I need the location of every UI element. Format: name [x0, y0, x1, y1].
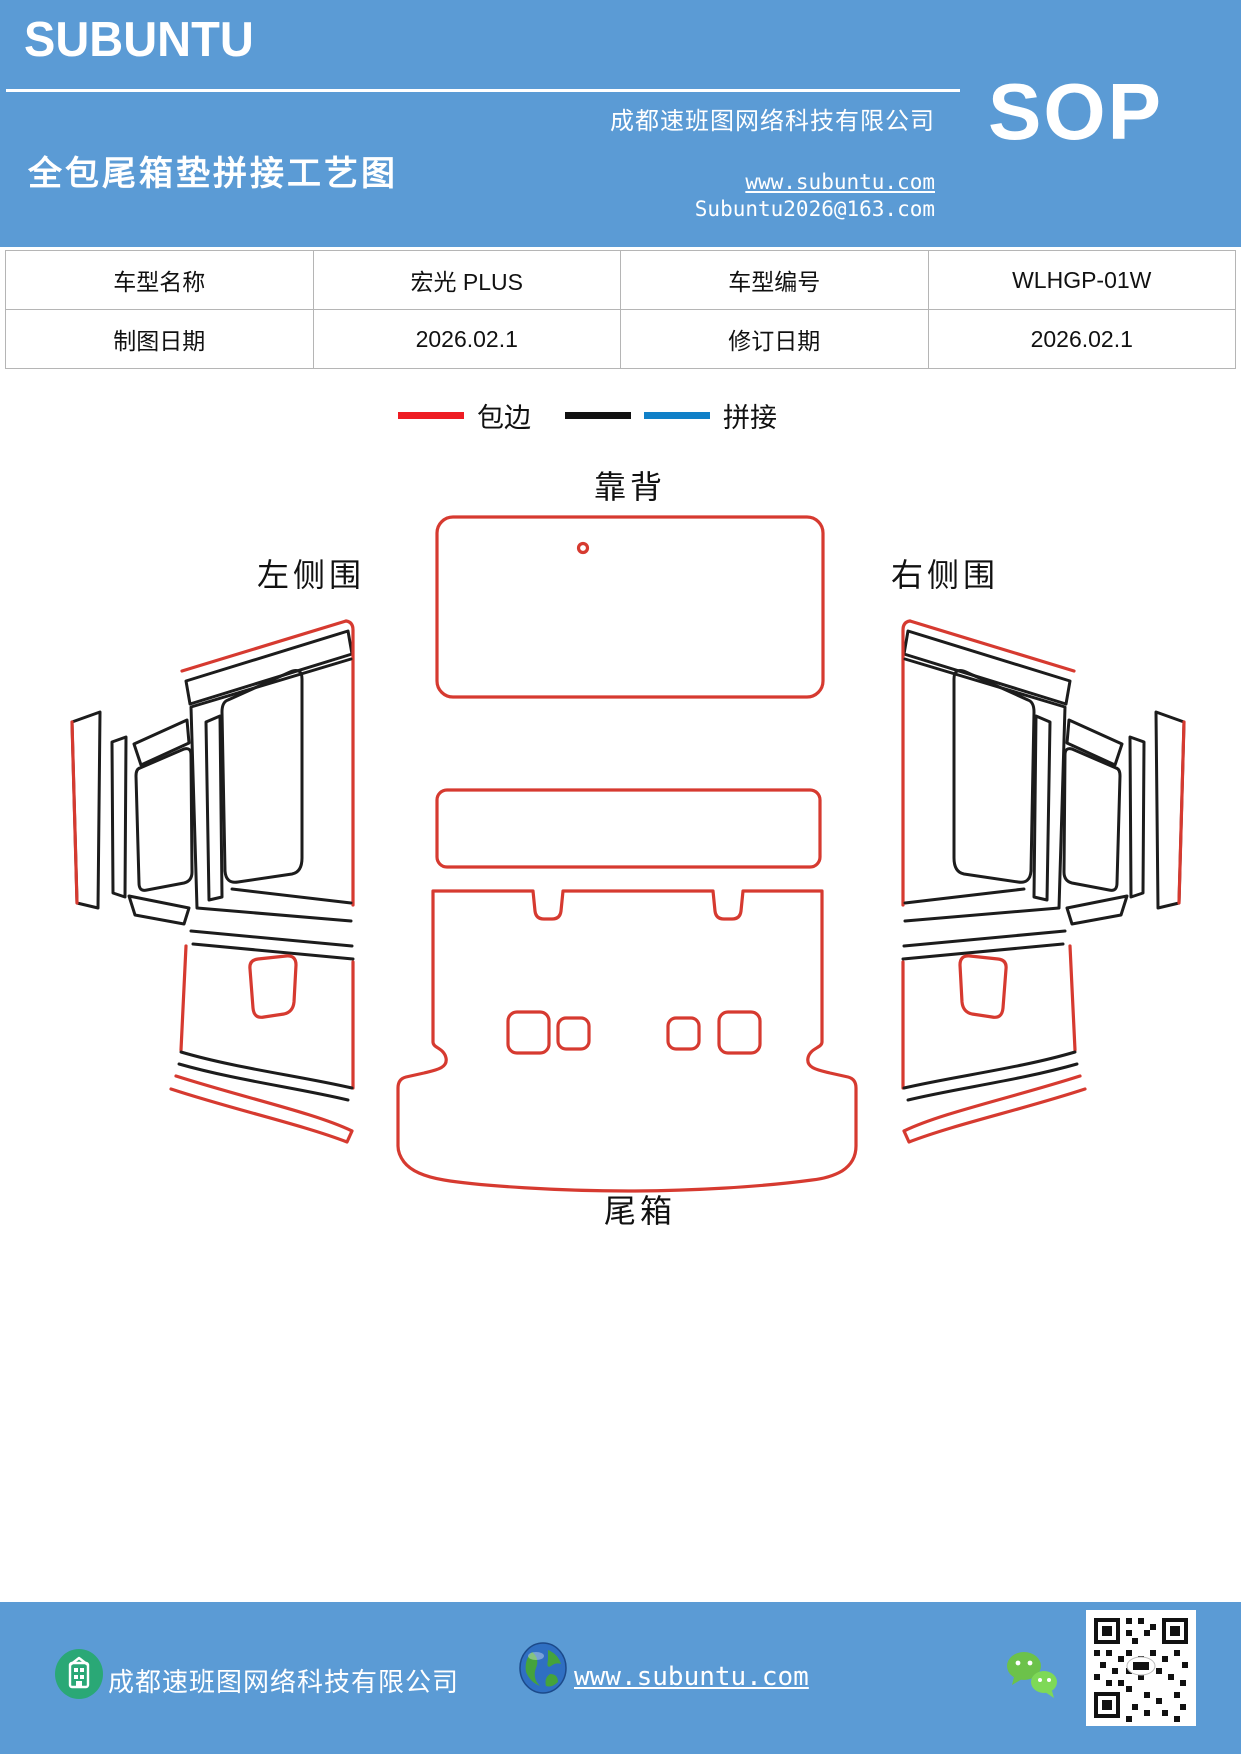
table-row: 制图日期 2026.02.1 修订日期 2026.02.1 — [5, 309, 1236, 369]
table-row: 车型名称 宏光 PLUS 车型编号 WLHGP-01W — [5, 250, 1236, 310]
sop-badge: SOP — [988, 67, 1163, 156]
footer: 成都速班图网络科技有限公司 www.subuntu.com — [0, 1602, 1241, 1754]
building-icon — [55, 1649, 103, 1699]
model-code-value: WLHGP-01W — [927, 250, 1236, 310]
draw-date-label: 制图日期 — [5, 309, 314, 369]
model-name-value: 宏光 PLUS — [312, 250, 621, 310]
center-strip-piece — [435, 788, 822, 869]
header-website-link[interactable]: www.subuntu.com — [745, 170, 935, 194]
legend-bind-label: 包边 — [477, 402, 531, 433]
draw-date-value: 2026.02.1 — [312, 309, 621, 369]
legend-black-line — [565, 411, 631, 419]
page-title: 全包尾箱垫拼接工艺图 — [28, 156, 398, 193]
model-code-label: 车型编号 — [620, 250, 929, 310]
left-side-panel-group — [70, 619, 355, 1144]
trunk-label: 尾箱 — [603, 1193, 676, 1229]
right-side-panel-group — [901, 619, 1186, 1144]
backrest-label: 靠背 — [593, 469, 666, 505]
vehicle-info-table: 车型名称 宏光 PLUS 车型编号 WLHGP-01W 制图日期 2026.02… — [5, 250, 1236, 369]
brand-logo: SUBUNTU — [24, 11, 254, 67]
header-company-name: 成都速班图网络科技有限公司 — [610, 109, 935, 135]
qr-code — [1086, 1610, 1196, 1726]
trunk-piece — [396, 889, 858, 1193]
wechat-icon — [1007, 1652, 1057, 1698]
left-side-label: 左侧围 — [256, 557, 365, 593]
footer-company-name: 成都速班图网络科技有限公司 — [108, 1668, 460, 1697]
backrest-piece — [435, 515, 825, 699]
legend-splice-label: 拼接 — [723, 402, 777, 433]
trunk-mat-process-diagram — [70, 515, 1186, 1193]
revision-date-label: 修订日期 — [620, 309, 929, 369]
legend-red-line — [398, 411, 464, 419]
legend-blue-line — [644, 411, 710, 419]
legend: 包边 拼接 — [398, 400, 777, 433]
header: SUBUNTU 成都速班图网络科技有限公司 全包尾箱垫拼接工艺图 www.sub… — [0, 0, 1241, 247]
revision-date-value: 2026.02.1 — [927, 309, 1236, 369]
header-email: Subuntu2026@163.com — [694, 197, 935, 221]
globe-icon — [519, 1642, 567, 1694]
header-divider — [6, 89, 960, 92]
model-name-label: 车型名称 — [5, 250, 314, 310]
footer-website-link[interactable]: www.subuntu.com — [574, 1662, 809, 1692]
right-side-label: 右侧围 — [890, 557, 999, 593]
